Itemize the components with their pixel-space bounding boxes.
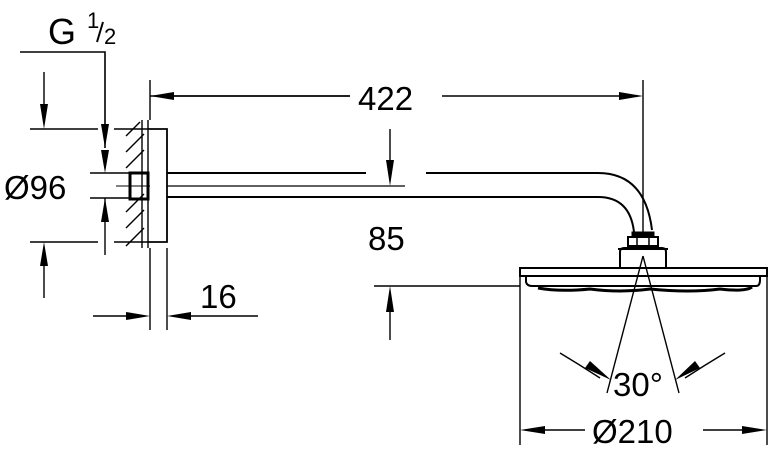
svg-text:2: 2 xyxy=(104,24,116,49)
svg-text:1: 1 xyxy=(87,8,99,33)
thread-size-label: G 1 2 xyxy=(48,8,116,52)
dim-arm-drop-value: 85 xyxy=(368,220,405,257)
dim-flange-diameter xyxy=(30,72,148,298)
thread-leader xyxy=(20,51,109,148)
svg-text:G: G xyxy=(48,11,76,52)
dim-arm-length xyxy=(149,80,644,232)
dim-arm-drop xyxy=(374,129,520,340)
dim-arm-length-value: 422 xyxy=(358,80,413,117)
dim-head-diameter-value: Ø210 xyxy=(592,413,673,450)
dim-spray-angle-value: 30° xyxy=(613,366,663,403)
dim-spray-angle xyxy=(559,255,726,394)
dim-flange-diameter-value: Ø96 xyxy=(4,169,66,206)
dim-head-diameter xyxy=(519,276,768,445)
dim-flange-depth xyxy=(93,248,258,330)
dim-flange-depth-value: 16 xyxy=(200,278,237,315)
shower-head xyxy=(519,231,768,293)
shower-arm xyxy=(167,172,653,233)
